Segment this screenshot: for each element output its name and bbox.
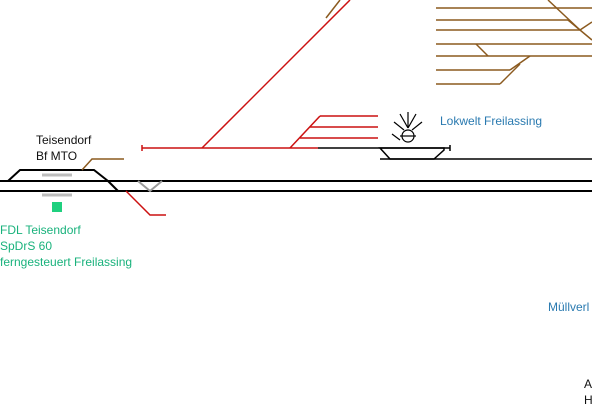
red-diagonal-long (201, 0, 351, 149)
yard-diag-6 (579, 21, 592, 31)
interlocking-type: SpDrS 60 (0, 239, 53, 253)
red-sidings-upper (141, 0, 378, 151)
platform (7, 169, 119, 197)
station-name: Teisendorf (36, 133, 92, 147)
red-siding-lower (125, 190, 166, 216)
corner-label-1: A (584, 377, 592, 391)
lokwelt-label: Lokwelt Freilassing (440, 114, 543, 128)
brown-diagonal-top (325, 0, 341, 19)
lokwelt-platform (378, 147, 445, 160)
crossover (137, 180, 163, 193)
station-operator: Bf MTO (36, 149, 78, 163)
red-diagonal-branch (289, 115, 321, 149)
platform-edge-lower (107, 180, 119, 192)
turntable-icon (391, 112, 423, 143)
yard-diag-4 (499, 63, 521, 85)
yard-diag-3 (475, 43, 489, 57)
signal-icon (52, 202, 62, 212)
brown-siding-platform (81, 158, 124, 171)
corner-label-2: H (584, 393, 592, 407)
platform-outline (7, 169, 109, 182)
interlocking-name: FDL Teisendorf (0, 223, 81, 237)
interlocking-remote: ferngesteuert Freilassing (0, 255, 133, 269)
yard-diag-5 (509, 55, 531, 71)
mullverl-label: Müllverl (548, 300, 590, 314)
brown-yard (436, 0, 592, 85)
main-tracks (0, 180, 592, 192)
